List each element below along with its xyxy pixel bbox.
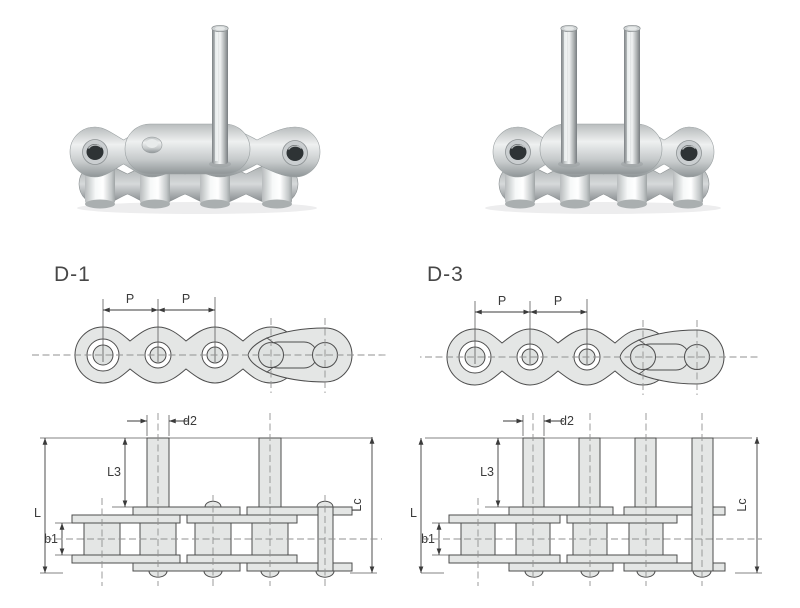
photo-shadow (485, 202, 721, 214)
d1-dim-l3: L3 (107, 465, 121, 479)
d3-dim-lc: Lc (735, 498, 749, 511)
d1-side-view-drawing: P P (20, 292, 400, 405)
d3-dim-d2: d2 (560, 414, 574, 428)
d1-dim-d2: d2 (183, 414, 197, 428)
extended-pin-2 (621, 24, 643, 168)
d1-pitch-label-2: P (182, 292, 190, 306)
d1-pitch-label-1: P (126, 292, 134, 306)
d1-dim-lc: Lc (350, 498, 364, 511)
chain-photo-single-extended-pin (69, 24, 321, 214)
variant-label-d1: D-1 (54, 263, 91, 286)
extended-pin-shaft (578, 437, 601, 508)
pin-head-dome (141, 136, 163, 154)
center-link-plate (539, 123, 663, 175)
d1-dim-l: L (34, 506, 41, 520)
d3-dim-b1: b1 (421, 532, 435, 546)
pin-hole-left (82, 139, 108, 165)
extended-pin (209, 24, 231, 168)
extended-pin-1 (558, 24, 580, 168)
d3-top-view-drawing: d2 L3 L b1 Lc (410, 413, 762, 586)
chain-photo-two-extended-pins (485, 24, 721, 214)
d3-pitch-label-2: P (554, 294, 562, 308)
d3-side-view-drawing: P P (420, 294, 795, 405)
pin-hole-right (282, 140, 308, 166)
extended-pin-shaft (634, 437, 657, 508)
photo-shadow (77, 202, 317, 214)
d3-dim-l3: L3 (480, 465, 494, 479)
d3-dim-l: L (410, 506, 417, 520)
d1-dim-b1: b1 (44, 532, 58, 546)
extended-pin-shaft (691, 437, 714, 572)
d1-top-view-drawing: d2 L3 L b1 Lc (34, 413, 382, 586)
d3-pitch-label-1: P (498, 294, 506, 308)
extended-pin-shaft (522, 437, 545, 508)
variant-label-d3: D-3 (427, 263, 464, 286)
pin-hole-right (676, 140, 702, 166)
pin-hole-left (505, 139, 531, 165)
